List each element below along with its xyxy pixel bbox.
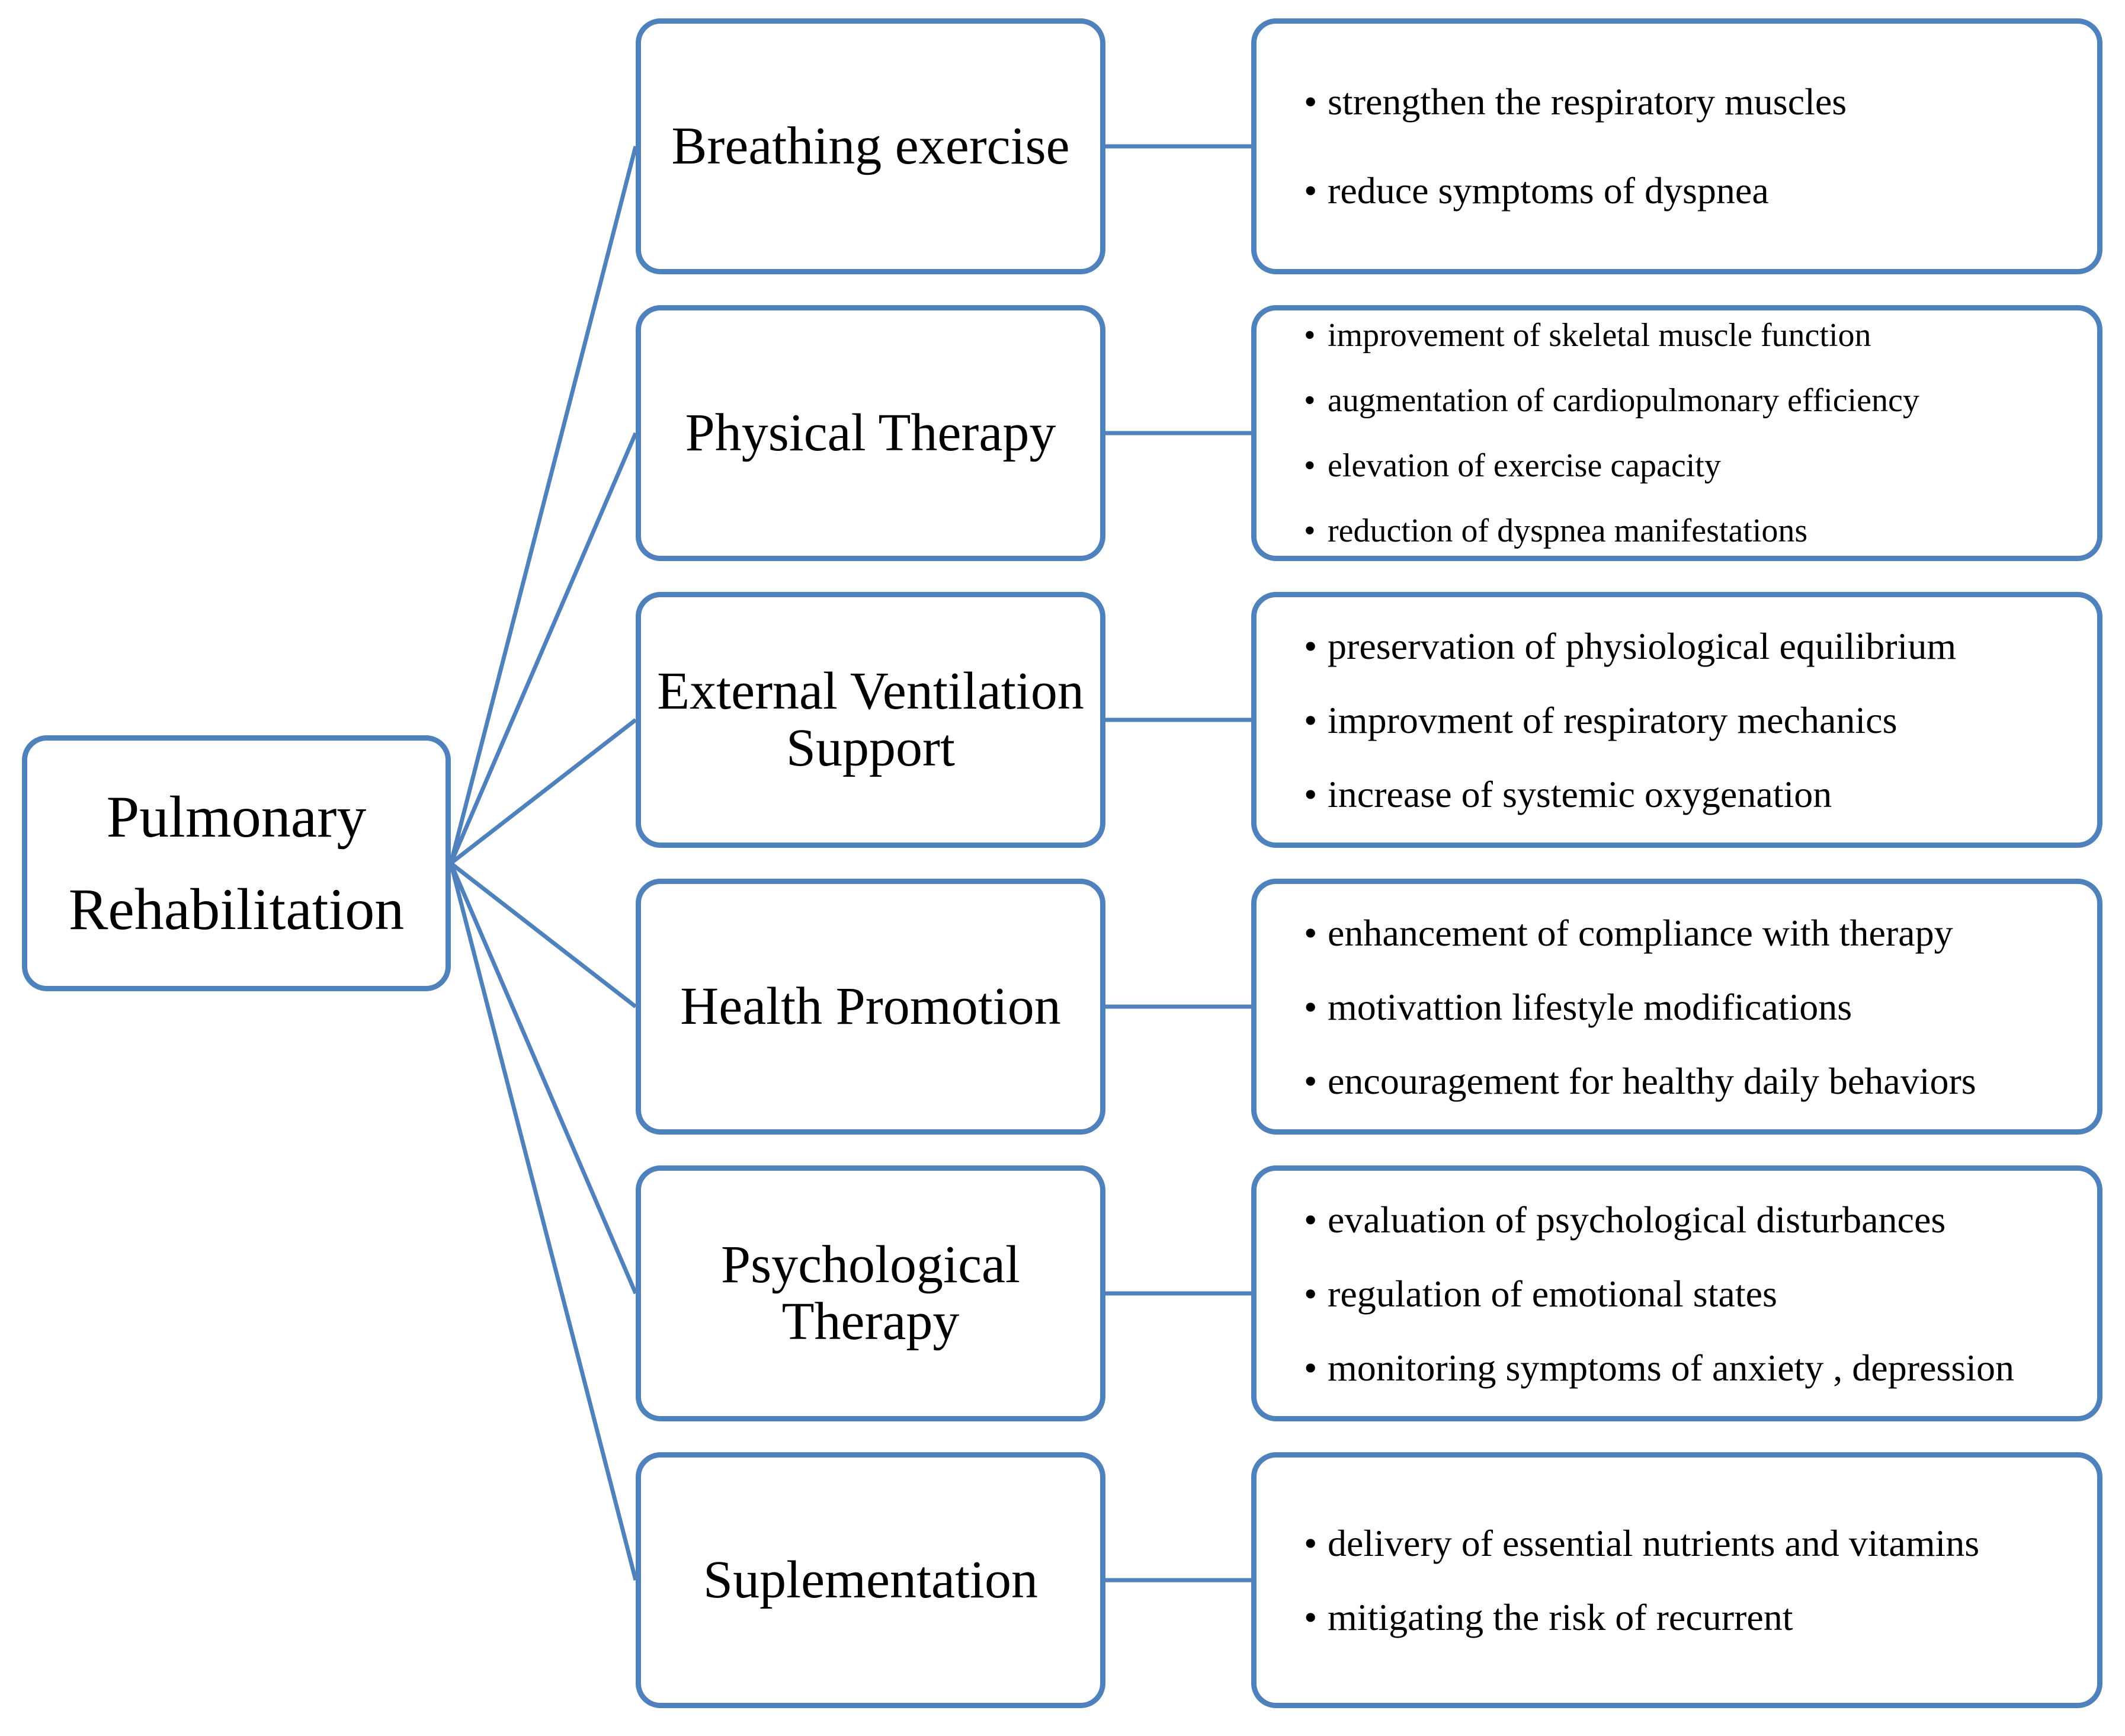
root-title-line2: Rehabilitation — [68, 876, 405, 942]
detail-item: strengthen the respiratory muscles — [1304, 57, 2097, 146]
details-external-ventilation-support: preservation of physiological equilibriu… — [1251, 592, 2102, 848]
category-suplementation: Suplementation — [636, 1452, 1105, 1708]
details-list: preservation of physiological equilibriu… — [1304, 609, 2097, 831]
category-breathing-exercise: Breathing exercise — [636, 18, 1105, 274]
details-health-promotion: enhancement of compliance with therapy m… — [1251, 879, 2102, 1135]
category-external-ventilation-support: External Ventilation Support — [636, 592, 1105, 848]
detail-item: elevation of exercise capacity — [1304, 433, 2097, 498]
detail-item: reduce symptoms of dyspnea — [1304, 146, 2097, 235]
details-list: enhancement of compliance with therapy m… — [1304, 896, 2097, 1118]
detail-item: mitigating the risk of recurrent — [1304, 1580, 2097, 1654]
category-health-promotion: Health Promotion — [636, 879, 1105, 1135]
detail-item: regulation of emotional states — [1304, 1257, 2097, 1331]
connector-root-ventilation — [449, 718, 637, 865]
category-psychological-therapy: Psychological Therapy — [636, 1165, 1105, 1421]
detail-item: reduction of dyspnea manifestations — [1304, 498, 2097, 563]
details-physical-therapy: improvement of skeletal muscle function … — [1251, 303, 2102, 563]
detail-item: motivattion lifestyle modifications — [1304, 970, 2097, 1044]
category-label: Health Promotion — [680, 977, 1061, 1036]
category-label: Physical Therapy — [685, 403, 1056, 462]
detail-item: enhancement of compliance with therapy — [1304, 896, 2097, 970]
category-label-line2: Support — [786, 719, 956, 777]
detail-item: improvement of skeletal muscle function — [1304, 303, 2097, 368]
detail-item: monitoring symptoms of anxiety , depress… — [1304, 1331, 2097, 1405]
detail-item: encouragement for healthy daily behavior… — [1304, 1044, 2097, 1118]
root-title-line1: Pulmonary — [106, 784, 367, 850]
category-label-line1: External Ventilation — [657, 662, 1084, 720]
details-suplementation: delivery of essential nutrients and vita… — [1251, 1452, 2102, 1708]
connector-root-suplementation — [448, 863, 638, 1581]
detail-item: evaluation of psychological disturbances — [1304, 1183, 2097, 1257]
root-title: Pulmonary Rehabilitation — [27, 771, 445, 956]
connector-root-health — [449, 861, 637, 1008]
detail-item: augmentation of cardiopulmonary efficien… — [1304, 368, 2097, 433]
details-psychological-therapy: evaluation of psychological disturbances… — [1251, 1165, 2102, 1421]
connector-root-psychological — [448, 862, 638, 1295]
category-label: Suplementation — [703, 1551, 1038, 1609]
details-list: evaluation of psychological disturbances… — [1304, 1183, 2097, 1405]
connector-root-physical — [448, 432, 638, 864]
category-label: External Ventilation Support — [641, 663, 1100, 777]
details-list: strengthen the respiratory muscles reduc… — [1304, 57, 2097, 235]
root-node-pulmonary-rehabilitation: Pulmonary Rehabilitation — [22, 735, 451, 991]
category-label: Breathing exercise — [671, 117, 1070, 175]
connector-root-breathing — [448, 146, 638, 864]
detail-item: delivery of essential nutrients and vita… — [1304, 1506, 2097, 1580]
category-label-line1: Psychological — [721, 1235, 1020, 1294]
details-list: delivery of essential nutrients and vita… — [1304, 1506, 2097, 1654]
category-label: Psychological Therapy — [641, 1237, 1100, 1350]
detail-item: preservation of physiological equilibriu… — [1304, 609, 2097, 683]
category-physical-therapy: Physical Therapy — [636, 305, 1105, 561]
detail-item: improvment of respiratory mechanics — [1304, 683, 2097, 757]
details-list: improvement of skeletal muscle function … — [1304, 303, 2097, 563]
category-label-line2: Therapy — [781, 1292, 960, 1351]
detail-item: increase of systemic oxygenation — [1304, 757, 2097, 831]
details-breathing-exercise: strengthen the respiratory muscles reduc… — [1251, 18, 2102, 274]
